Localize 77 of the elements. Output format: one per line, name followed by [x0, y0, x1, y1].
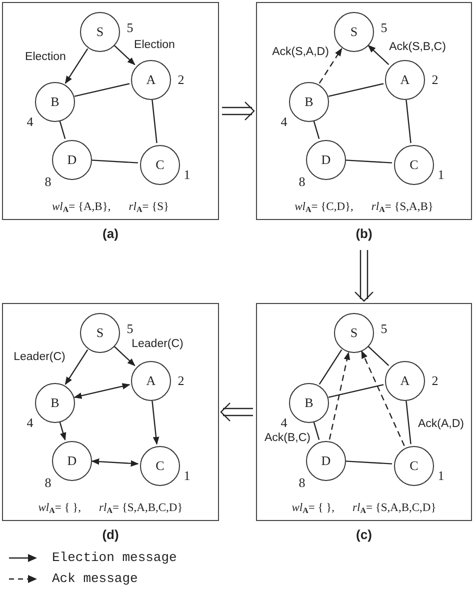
- node-circle: S: [80, 12, 120, 52]
- node-weight: 2: [432, 72, 438, 88]
- node-weight: 2: [432, 373, 438, 389]
- arrow: [59, 422, 66, 441]
- node-weight: 1: [184, 167, 190, 183]
- arrow: [64, 349, 88, 385]
- node-weight: 1: [184, 468, 190, 484]
- edge-label: Ack(B,C): [264, 432, 312, 444]
- arrow: [64, 48, 88, 84]
- node-circle: D: [52, 140, 92, 180]
- node-circle: D: [306, 140, 346, 180]
- panel-caption: (b): [356, 226, 372, 241]
- edge-label: Leader(C): [130, 338, 184, 350]
- transition-arrow: [220, 402, 254, 422]
- node-weight: 4: [280, 114, 288, 130]
- arrow: [74, 383, 130, 399]
- edge-label: Ack(A,D): [417, 418, 465, 430]
- node-weight: 5: [126, 321, 134, 337]
- arrow: [361, 350, 405, 446]
- node-weight: 5: [126, 20, 134, 36]
- panel-caption: (d): [102, 527, 119, 542]
- arrow: [152, 400, 160, 445]
- edge-label: Leader(C): [12, 351, 66, 363]
- node-circle: A: [385, 361, 425, 401]
- node-weight: 2: [178, 72, 184, 88]
- node-weight: 1: [438, 167, 444, 183]
- formula-text: wl$_{A}$= {C,D},: [294, 201, 354, 214]
- transition-arrow: [354, 249, 374, 302]
- node-circle: C: [394, 145, 434, 185]
- node-circle: B: [35, 383, 75, 423]
- node-weight: 8: [298, 475, 306, 491]
- arrow: [328, 352, 350, 440]
- transition-arrow: [221, 101, 255, 121]
- node-weight: 4: [26, 114, 34, 130]
- edge-label: Ack(S,A,D): [271, 46, 330, 58]
- arrow: [114, 44, 136, 66]
- node-circle: A: [131, 361, 171, 401]
- arrow: [368, 44, 390, 66]
- node-circle: S: [80, 313, 120, 353]
- node-weight: 5: [380, 20, 388, 36]
- panel-caption: (c): [356, 527, 372, 542]
- arrow: [318, 48, 342, 84]
- formula-text: rl$_{A}$= {S,A,B,C,D}: [99, 502, 183, 515]
- legend-text: Ack message: [52, 571, 138, 586]
- edge-label: Election: [24, 51, 67, 63]
- panel-frame: [2, 2, 219, 220]
- formula-text: wl$_{A}$= { },: [38, 502, 82, 515]
- node-circle: B: [35, 82, 75, 122]
- node-circle: B: [289, 383, 329, 423]
- node-circle: B: [289, 82, 329, 122]
- node-weight: 8: [44, 475, 52, 491]
- node-weight: 2: [178, 373, 184, 389]
- arrow: [91, 458, 139, 467]
- node-circle: C: [140, 446, 180, 486]
- edge-label: Ack(S,B,C): [388, 41, 447, 53]
- node-circle: C: [394, 446, 434, 486]
- node-circle: C: [140, 145, 180, 185]
- node-weight: 4: [280, 415, 288, 431]
- formula-text: wl$_{A}$= {A,B},: [52, 201, 111, 214]
- node-circle: A: [131, 60, 171, 100]
- node-circle: A: [385, 60, 425, 100]
- node-weight: 8: [298, 174, 306, 190]
- arrow: [114, 346, 136, 366]
- panel-caption: (a): [102, 226, 118, 241]
- formula-text: rl$_{A}$= {S,A,B,C,D}: [352, 502, 436, 515]
- node-circle: S: [334, 12, 374, 52]
- formula-text: wl$_{A}$= { },: [292, 502, 335, 515]
- node-weight: 1: [438, 468, 444, 484]
- edge-label: Election: [133, 39, 176, 51]
- node-weight: 8: [44, 174, 52, 190]
- formula-text: rl$_{A}$= {S}: [128, 201, 170, 214]
- formula-text: rl$_{A}$= {S,A,B}: [371, 201, 434, 214]
- node-circle: D: [52, 441, 92, 481]
- node-weight: 5: [380, 321, 388, 337]
- node-weight: 4: [26, 415, 34, 431]
- legend-text: Election message: [52, 550, 177, 565]
- node-circle: S: [334, 313, 374, 353]
